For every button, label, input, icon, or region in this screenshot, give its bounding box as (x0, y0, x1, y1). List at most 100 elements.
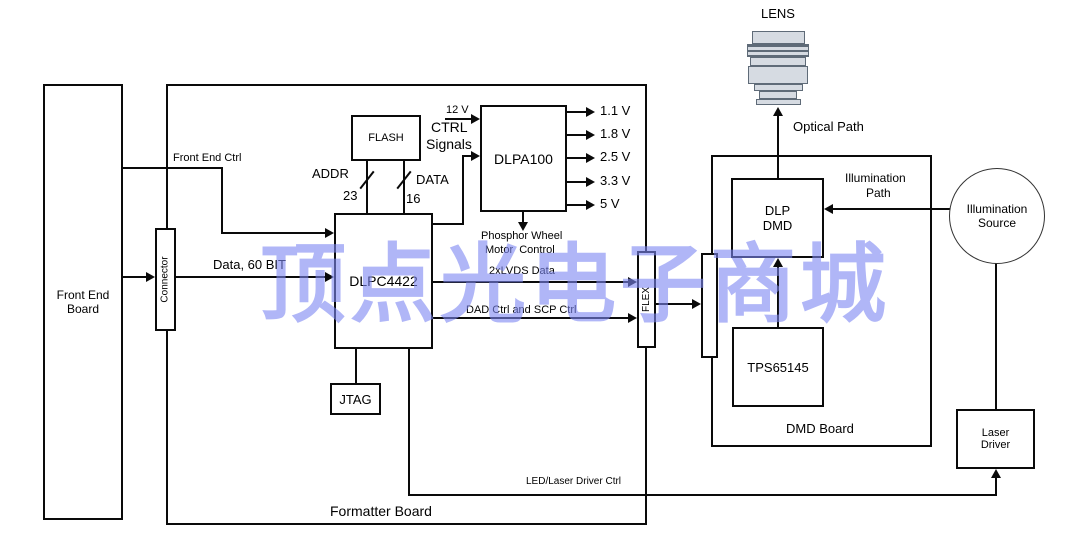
lens-barrel-step (753, 84, 803, 91)
optical-path-line (777, 115, 779, 178)
jtag-label: JTAG (339, 391, 372, 407)
optical-path-arrowhead (773, 107, 783, 116)
supply-12v-arrowhead (471, 114, 480, 124)
illumination-source-label-line1: Illumination (966, 202, 1028, 216)
data-label: DATA (416, 172, 449, 187)
lens-focus-ring (747, 44, 809, 57)
front-end-ctrl-label: Front End Ctrl (173, 152, 242, 164)
laser-driver: Laser Driver (956, 409, 1035, 469)
dlpc4422: DLPC4422 (334, 213, 433, 349)
phosphor-motor-label-line2: Motor Control (485, 244, 555, 256)
dad-scp-arrowhead (628, 313, 637, 323)
laser-driver-label-line2: Driver (980, 439, 1011, 451)
rail-1v8-line (567, 134, 586, 136)
lens-icon (746, 31, 810, 105)
rail-3v3-label: 3.3 V (600, 173, 631, 188)
led-laser-label: LED/Laser Driver Ctrl (526, 476, 622, 487)
phosphor-motor-label-line1: Phosphor Wheel (481, 230, 563, 242)
lvds-label: 2xLVDS Data (489, 265, 555, 277)
illumination-path-label-line1: Illumination (845, 171, 906, 185)
front-end-board: Front End Board (43, 84, 123, 520)
data-bus-line (403, 161, 405, 213)
front-end-board-label-line1: Front End (56, 288, 110, 302)
led-laser-line-v1 (408, 349, 410, 496)
dmd-board-edge-connector (701, 253, 718, 358)
ctrl-signals-arrowhead (471, 151, 480, 161)
tps65145: TPS65145 (732, 327, 824, 407)
ctrl-signals-label-line2: Signals (426, 136, 472, 152)
flex-to-dmd-line (656, 303, 692, 305)
lens-mount-neck (759, 91, 797, 99)
dlpa100-label: DLPA100 (494, 150, 553, 167)
addr-bus-width-label: 23 (343, 188, 358, 203)
lvds-line (433, 281, 628, 283)
rail-1v8-label: 1.8 V (600, 126, 631, 141)
illumination-path-arrowhead (824, 204, 833, 214)
laser-driver-label-line1: Laser (981, 427, 1010, 439)
addr-label: ADDR (312, 166, 349, 181)
rail-5v-arrowhead (586, 200, 595, 210)
lvds-arrowhead (628, 277, 637, 287)
flash-label: FLASH (368, 132, 404, 144)
supply-12v-label: 12 V (446, 104, 469, 116)
front-end-ctrl-line-h1 (123, 167, 223, 169)
data60-arrowhead-into-connector (146, 272, 155, 282)
lens-barrel-top (751, 31, 805, 44)
data60-line-h2 (176, 276, 325, 278)
tps65145-label: TPS65145 (747, 359, 809, 375)
dlpc4422-label: DLPC4422 (349, 273, 418, 289)
illumination-path-line (833, 208, 950, 210)
front-end-board-label-line2: Board (66, 302, 100, 316)
rail-3v3-line (567, 181, 586, 183)
illumination-path-label-line2: Path (866, 186, 891, 200)
rail-2v5-line (567, 157, 586, 159)
flash: FLASH (351, 115, 421, 161)
rail-1v1-label: 1.1 V (600, 103, 631, 118)
rail-5v-label: 5 V (600, 196, 620, 211)
connector-label: Connector (160, 256, 172, 303)
data60-label: Data, 60 BIT (213, 257, 286, 272)
connector: Connector (155, 228, 176, 331)
illumination-to-laser-line (995, 262, 997, 409)
front-end-ctrl-arrowhead (325, 228, 334, 238)
data60-arrowhead (325, 272, 334, 282)
dlp-dmd: DLP DMD (731, 178, 824, 258)
rail-1v8-arrowhead (586, 130, 595, 140)
flex-label: FLEX (641, 286, 653, 313)
flex-connector: FLEX (637, 251, 656, 348)
ctrl-signals-label-line1: CTRL (431, 119, 468, 135)
lens-mount-flange (755, 99, 801, 105)
led-laser-line-h (408, 494, 997, 496)
supply-12v-line (445, 118, 471, 120)
tps-to-dmd-line (777, 266, 779, 327)
rail-5v-line (567, 204, 586, 206)
tps-to-dmd-arrowhead (773, 258, 783, 267)
jtag: JTAG (330, 383, 381, 415)
flex-to-dmd-arrowhead (692, 299, 701, 309)
rail-2v5-arrowhead (586, 153, 595, 163)
front-end-ctrl-line-h2 (221, 232, 325, 234)
formatter-board-label: Formatter Board (330, 503, 432, 519)
dlp-dmd-label-line1: DLP (764, 203, 791, 218)
addr-bus-line (366, 161, 368, 213)
phosphor-motor-line (522, 212, 524, 223)
rail-3v3-arrowhead (586, 177, 595, 187)
ctrl-signals-line-v (462, 155, 464, 225)
led-laser-arrowhead (991, 469, 1001, 478)
rail-1v1-arrowhead (586, 107, 595, 117)
optical-path-label: Optical Path (793, 119, 864, 134)
dlp-dmd-label-line2: DMD (762, 218, 793, 233)
dlpa100: DLPA100 (480, 105, 567, 212)
lens-barrel-mid1 (750, 57, 806, 66)
jtag-line (355, 349, 357, 383)
dad-scp-label: DAD Ctrl and SCP Ctrl (466, 304, 577, 316)
rail-1v1-line (567, 111, 586, 113)
ctrl-signals-line-h2 (462, 155, 471, 157)
illumination-source-label-line2: Source (977, 216, 1017, 230)
ctrl-signals-line-h1 (433, 223, 464, 225)
lens-label: LENS (761, 6, 795, 21)
lens-barrel-mid2 (748, 66, 808, 84)
data60-line-h1 (123, 276, 147, 278)
dmd-board-label: DMD Board (786, 421, 854, 436)
